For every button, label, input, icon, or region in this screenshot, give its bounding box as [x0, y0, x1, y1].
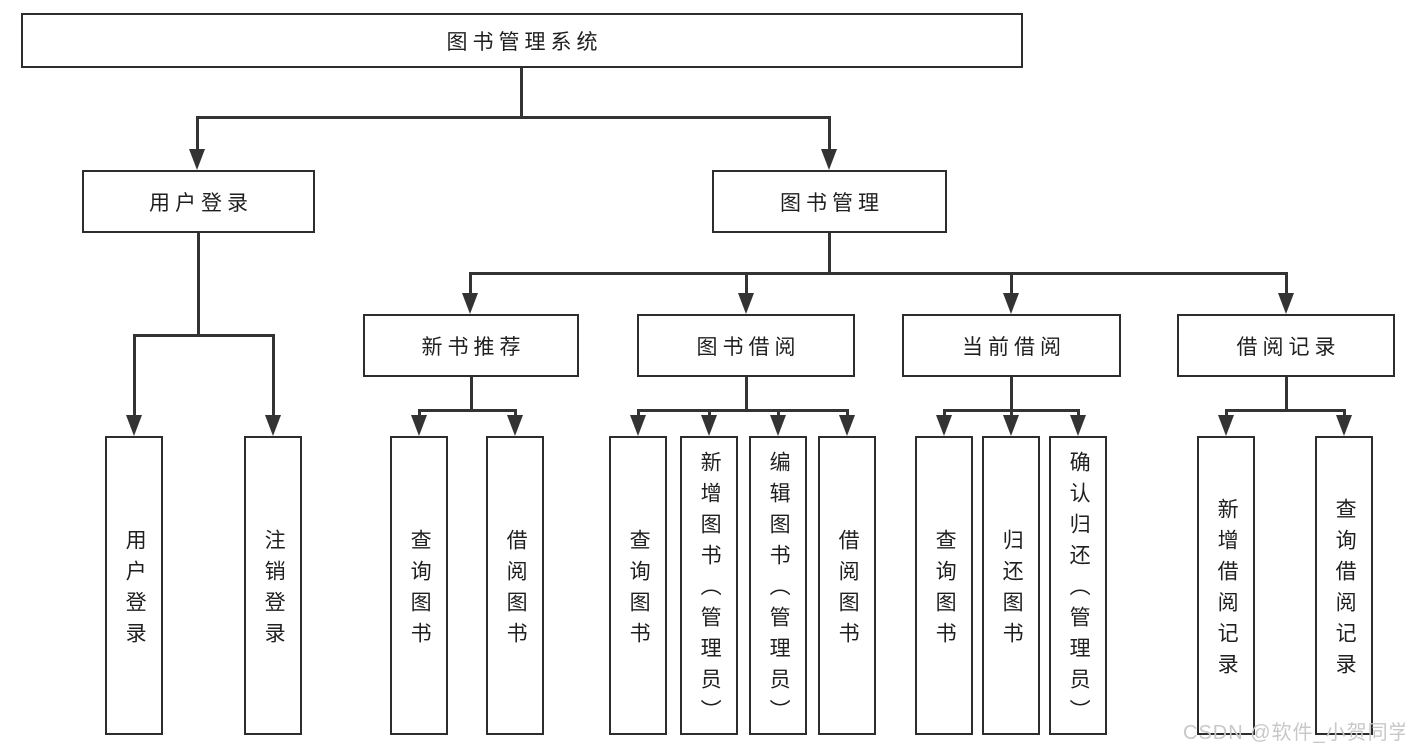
connector-line: [1224, 409, 1228, 417]
arrow-down-icon: [1278, 293, 1294, 314]
connector-line: [1284, 272, 1288, 295]
leaf-query-books-current: 查询图书: [915, 436, 973, 735]
leaf-return-books: 归还图书: [982, 436, 1040, 735]
leaf-label: 注销登录: [262, 528, 286, 653]
connector-line: [1009, 272, 1013, 295]
leaf-borrow-books-borrowing: 借阅图书: [818, 436, 876, 735]
leaf-label: 查询借阅记录: [1333, 497, 1357, 684]
arrow-down-icon: [507, 415, 523, 436]
leaf-query-books-recommend: 查询图书: [390, 436, 448, 735]
arrow-down-icon: [821, 149, 837, 170]
node-new-book-recommendation: 新书推荐: [363, 314, 579, 377]
connector-line: [744, 272, 748, 295]
arrow-down-icon: [126, 415, 142, 436]
leaf-edit-books-admin: 编辑图书（管理员）: [749, 436, 807, 735]
connector-line: [519, 68, 523, 118]
leaf-confirm-return-admin: 确认归还（管理员）: [1049, 436, 1107, 735]
connector-line: [776, 409, 780, 417]
leaf-label: 确认归还（管理员）: [1067, 451, 1091, 730]
connector-line: [132, 334, 136, 417]
connector-line: [513, 409, 517, 417]
connector-line: [271, 334, 275, 417]
connector-line: [197, 233, 200, 336]
connector-line: [195, 116, 831, 119]
leaf-label: 查询图书: [627, 528, 651, 653]
leaf-borrow-books-recommend: 借阅图书: [486, 436, 544, 735]
connector-line: [468, 272, 1288, 275]
connector-line: [636, 409, 640, 417]
connector-line: [469, 377, 473, 411]
connector-line: [468, 272, 472, 295]
leaf-user-login: 用户登录: [105, 436, 163, 735]
connector-line: [1009, 409, 1013, 417]
arrow-down-icon: [701, 415, 717, 436]
leaf-label: 新增借阅记录: [1215, 497, 1239, 684]
connector-line: [828, 233, 831, 274]
leaf-logout-login: 注销登录: [244, 436, 302, 735]
node-current-borrowing: 当前借阅: [902, 314, 1121, 377]
arrow-down-icon: [770, 415, 786, 436]
arrow-down-icon: [936, 415, 952, 436]
leaf-label: 用户登录: [123, 528, 147, 653]
node-borrowing-records: 借阅记录: [1177, 314, 1395, 377]
arrow-down-icon: [189, 149, 205, 170]
arrow-down-icon: [265, 415, 281, 436]
connector-line: [417, 409, 517, 412]
arrow-down-icon: [1336, 415, 1352, 436]
connector-line: [1342, 409, 1346, 417]
leaf-add-books-admin: 新增图书（管理员）: [680, 436, 738, 735]
connector-line: [1010, 377, 1013, 411]
leaf-label: 借阅图书: [836, 528, 860, 653]
connector-line: [1076, 409, 1080, 417]
connector-line: [827, 116, 831, 151]
arrow-down-icon: [1003, 415, 1019, 436]
leaf-label: 查询图书: [408, 528, 432, 653]
connector-line: [707, 409, 711, 417]
arrow-down-icon: [1218, 415, 1234, 436]
leaf-label: 借阅图书: [504, 528, 528, 653]
arrow-down-icon: [839, 415, 855, 436]
connector-line: [942, 409, 946, 417]
connector-line: [195, 116, 199, 151]
leaf-add-borrow-record: 新增借阅记录: [1197, 436, 1255, 735]
arrow-down-icon: [411, 415, 427, 436]
connector-line: [1284, 377, 1288, 411]
connector-line: [845, 409, 849, 417]
connector-line: [1224, 409, 1346, 412]
arrow-down-icon: [630, 415, 646, 436]
leaf-query-books-borrowing: 查询图书: [609, 436, 667, 735]
node-book-management: 图书管理: [712, 170, 947, 233]
node-user-login: 用户登录: [82, 170, 315, 233]
node-book-borrowing: 图书借阅: [637, 314, 855, 377]
node-library-management-system: 图书管理系统: [21, 13, 1023, 68]
connector-line: [132, 334, 275, 337]
csdn-watermark: CSDN @软件_小贺同学: [1183, 722, 1405, 744]
arrow-down-icon: [462, 293, 478, 314]
connector-line: [744, 377, 748, 411]
arrow-down-icon: [738, 293, 754, 314]
leaf-query-borrow-record: 查询借阅记录: [1315, 436, 1373, 735]
leaf-label: 归还图书: [1000, 528, 1024, 653]
leaf-label: 查询图书: [933, 528, 957, 653]
connector-line: [636, 409, 849, 412]
leaf-label: 新增图书（管理员）: [698, 451, 722, 730]
arrow-down-icon: [1070, 415, 1086, 436]
arrow-down-icon: [1003, 293, 1019, 314]
connector-line: [417, 409, 421, 417]
leaf-label: 编辑图书（管理员）: [767, 451, 791, 730]
